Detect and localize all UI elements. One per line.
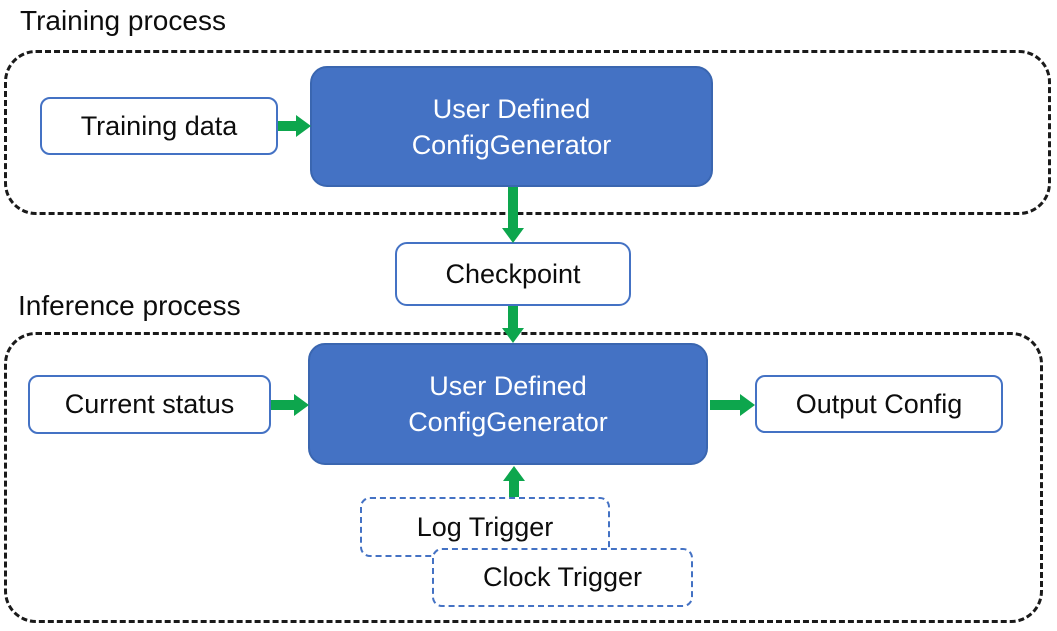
arrow-head-right-icon (294, 394, 309, 416)
training-generator-label-line1: User Defined (432, 93, 591, 124)
inference-process-title: Inference process (18, 290, 241, 321)
arrow-head-down-icon (502, 228, 524, 243)
inference-generator-label-line1: User Defined (429, 371, 587, 401)
training-data-label: Training data (80, 110, 238, 141)
arrow-training-data-to-generator (278, 115, 311, 137)
arrow-head-right-icon (740, 394, 755, 416)
arrow-generator-to-checkpoint (502, 187, 524, 243)
log-trigger-label: Log Trigger (416, 511, 554, 542)
training-data-node: Training data (40, 97, 278, 155)
checkpoint-label: Checkpoint (445, 258, 581, 289)
arrow-head-up-icon (503, 466, 525, 481)
training-process-title: Training process (20, 5, 226, 36)
arrow-shaft (710, 400, 740, 410)
arrow-head-down-icon (502, 328, 524, 343)
output-config-node: Output Config (755, 375, 1003, 433)
arrow-shaft (271, 400, 294, 410)
output-config-label: Output Config (795, 388, 963, 419)
arrow-shaft (508, 306, 518, 328)
training-generator-node: User Defined ConfigGenerator (310, 66, 713, 187)
clock-trigger-node: Clock Trigger (432, 548, 693, 607)
checkpoint-node: Checkpoint (395, 242, 631, 306)
arrow-current-status-to-generator (271, 394, 309, 416)
current-status-node: Current status (28, 375, 271, 434)
inference-generator-node: User Defined ConfigGenerator (308, 343, 708, 465)
arrow-checkpoint-to-generator (502, 306, 524, 343)
arrow-head-right-icon (296, 115, 311, 137)
clock-trigger-label: Clock Trigger (482, 562, 643, 592)
arrow-shaft (278, 121, 296, 131)
training-generator-label-line2: ConfigGenerator (411, 129, 612, 160)
arrow-generator-to-output-config (710, 394, 755, 416)
training-process-container (4, 50, 1051, 215)
arrow-shaft (509, 481, 519, 497)
log-trigger-node: Log Trigger (360, 497, 610, 557)
inference-generator-label-line2: ConfigGenerator (408, 407, 608, 437)
arrow-triggers-to-generator (503, 466, 525, 497)
arrow-shaft (508, 187, 518, 228)
current-status-label: Current status (64, 389, 235, 419)
